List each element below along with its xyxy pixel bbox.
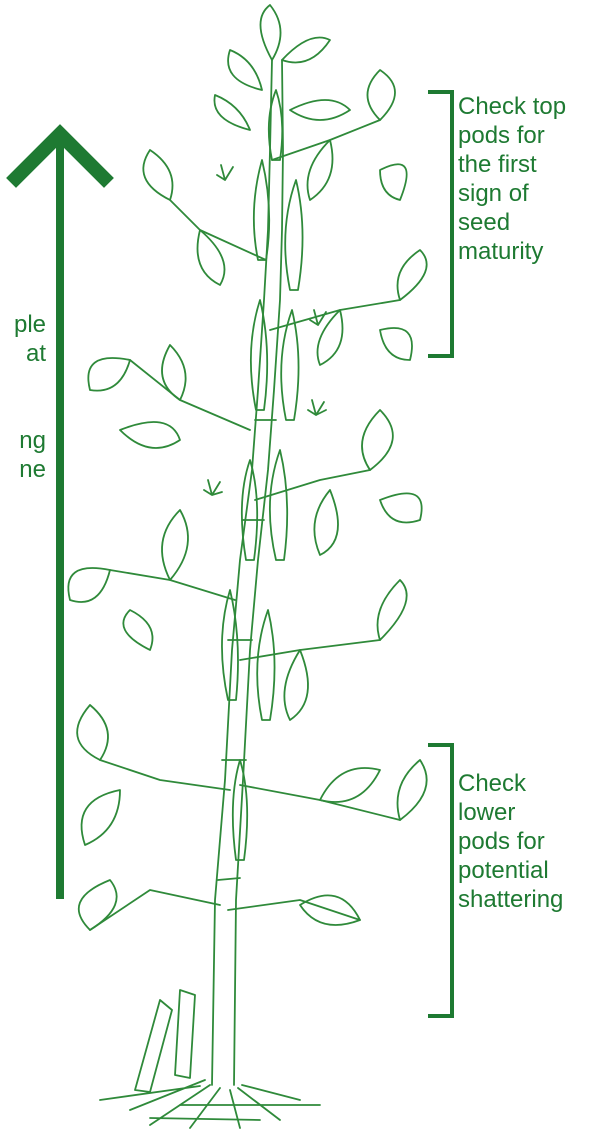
annotation-line: pods for <box>458 827 563 856</box>
annotation-line: potential <box>458 856 563 885</box>
bottom-bracket-icon <box>428 745 452 1016</box>
lower-pods-annotation: Check lower pods for potential shatterin… <box>458 769 563 914</box>
plant-illustration <box>68 5 426 1128</box>
cut-stubs <box>135 990 195 1092</box>
annotation-line: ne <box>0 455 46 484</box>
annotation-line: the first <box>458 150 566 179</box>
main-stem <box>212 60 283 1085</box>
annotation-line <box>0 368 46 397</box>
annotation-line: sign of <box>458 179 566 208</box>
annotation-line: pods for <box>458 121 566 150</box>
annotation-line: ple <box>0 310 46 339</box>
annotation-line: lower <box>458 798 563 827</box>
annotation-line: seed <box>458 208 566 237</box>
top-pods-annotation: Check top pods for the first sign of see… <box>458 92 566 266</box>
annotation-line <box>0 397 46 426</box>
annotation-line: at <box>0 339 46 368</box>
roots <box>100 1080 320 1128</box>
annotation-line: ng <box>0 426 46 455</box>
annotation-line: maturity <box>458 237 566 266</box>
annotation-line: Check top <box>458 92 566 121</box>
pods <box>222 90 303 860</box>
up-arrow-icon <box>16 134 104 895</box>
cropped-left-annotation: ple at ng ne <box>0 310 46 484</box>
annotation-line: Check <box>458 769 563 798</box>
annotation-line: shattering <box>458 885 563 914</box>
top-bracket-icon <box>428 92 452 356</box>
